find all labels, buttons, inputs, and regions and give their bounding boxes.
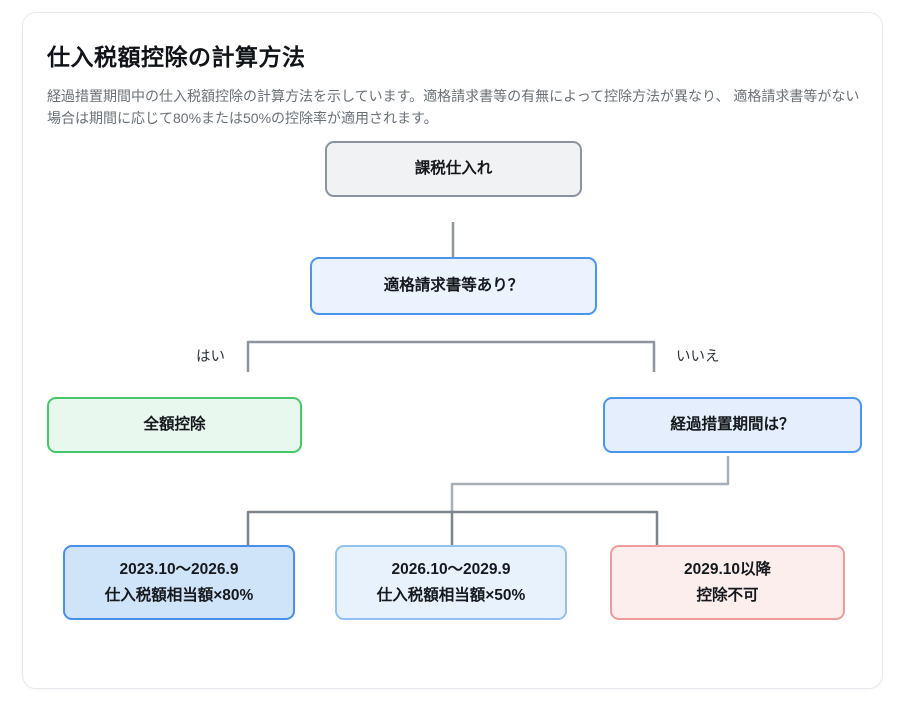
- node-label: 適格請求書等あり？: [383, 277, 524, 294]
- node-label: 課税仕入れ: [414, 160, 493, 177]
- node-label: 経過措置期間は？: [670, 416, 795, 433]
- edge-tbar: [246, 510, 659, 545]
- edge-label-no: いいえ: [676, 349, 720, 365]
- node-label-line2: 仕入税額相当額×50%: [376, 586, 526, 604]
- node-label: 全額控除: [143, 416, 206, 433]
- node-period-2023-80pct: 2023.10〜2026.9 仕入税額相当額×80%: [63, 545, 295, 620]
- node-transition-period-question: 経過措置期間は？: [603, 397, 862, 453]
- node-label-line1: 2026.10〜2029.9: [391, 560, 511, 578]
- page-title: 仕入税額控除の計算方法: [47, 44, 306, 70]
- page-description: 経過措置期間中の仕入税額控除の計算方法を示しています。適格請求書等の有無によって…: [47, 88, 860, 126]
- edge-branch-staple: [246, 340, 656, 372]
- node-full-deduction: 全額控除: [47, 397, 302, 453]
- node-period-2026-50pct: 2026.10〜2029.9 仕入税額相当額×50%: [335, 545, 567, 620]
- node-label-line2: 控除不可: [696, 586, 759, 604]
- edge-label-yes: はい: [196, 349, 225, 365]
- node-has-invoice-question: 適格請求書等あり？: [310, 257, 597, 315]
- node-label-line1: 2023.10〜2026.9: [119, 560, 239, 578]
- node-label-line1: 2029.10以降: [683, 560, 772, 578]
- edge-elbow: [450, 456, 730, 513]
- node-taxable-purchase: 課税仕入れ: [325, 141, 582, 197]
- node-period-2029-no-deduction: 2029.10以降 控除不可: [610, 545, 845, 620]
- node-label-line2: 仕入税額相当額×80%: [104, 586, 254, 604]
